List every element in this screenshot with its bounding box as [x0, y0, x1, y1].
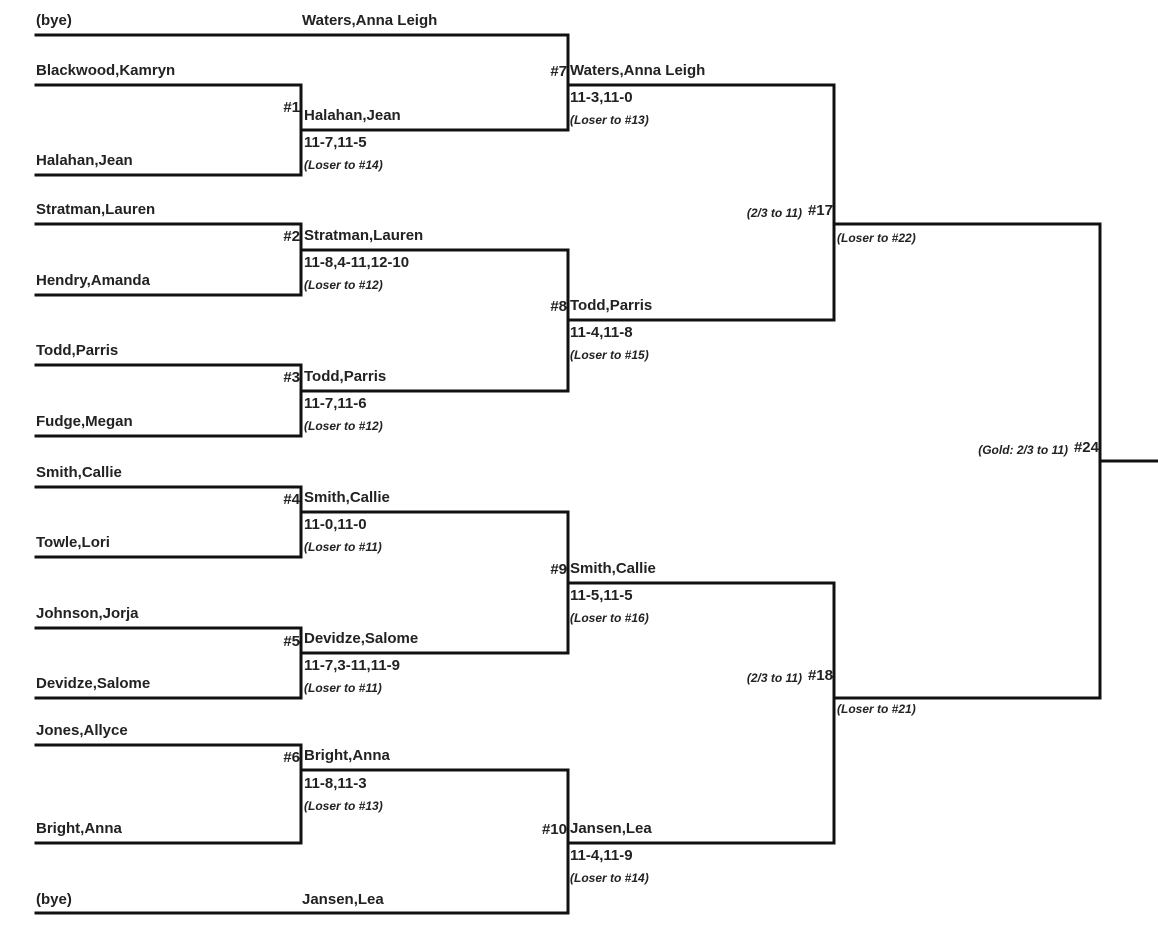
m5-number: #5 [283, 633, 300, 650]
m1-score: 11-7,11-5 [304, 134, 367, 151]
m5-score: 11-7,3-11,11-9 [304, 657, 400, 674]
m2-number: #2 [283, 228, 300, 245]
m3-score: 11-7,11-6 [304, 395, 367, 412]
m5-winner: Devidze,Salome [304, 630, 419, 647]
m3-winner: Todd,Parris [304, 368, 387, 385]
bye-label-bottom: (bye) [36, 891, 72, 908]
m8-score: 11-4,11-8 [570, 324, 633, 341]
m1-player-bottom: Halahan,Jean [36, 152, 133, 169]
m2-player-bottom: Hendry,Amanda [36, 272, 150, 289]
bracket-line-m4 [34, 485, 303, 559]
m6-player-bottom: Bright,Anna [36, 820, 122, 837]
m2-winner: Stratman,Lauren [304, 227, 424, 244]
bracket-line-m17 [566, 83, 836, 322]
m24-number: #24 [1073, 439, 1099, 456]
m4-number: #4 [283, 491, 300, 508]
m6-player-top: Jones,Allyce [36, 722, 128, 739]
m7-winner: Waters,Anna Leigh [570, 62, 706, 79]
m9-number: #9 [550, 561, 567, 578]
m7-number: #7 [550, 63, 567, 80]
m2-player-top: Stratman,Lauren [36, 201, 156, 218]
m3-player-bottom: Fudge,Megan [36, 413, 133, 430]
m8-loser-note: (Loser to #15) [570, 348, 649, 362]
m9-winner: Smith,Callie [570, 560, 656, 577]
m10-loser-note: (Loser to #14) [570, 871, 649, 885]
m4-player-top: Smith,Callie [36, 464, 122, 481]
m1-player-top: Blackwood,Kamryn [36, 62, 176, 79]
bracket-line-m6 [34, 743, 303, 845]
m6-loser-note: (Loser to #13) [304, 799, 383, 813]
m9-score: 11-5,11-5 [570, 587, 633, 604]
m18-number: #18 [807, 667, 833, 684]
m2-loser-note: (Loser to #12) [304, 278, 383, 292]
bracket-line-m24 [832, 222, 1102, 700]
m6-winner: Bright,Anna [304, 747, 390, 764]
m1-number: #1 [283, 99, 300, 116]
m10-score: 11-4,11-9 [570, 847, 633, 864]
m7-loser-note: (Loser to #13) [570, 113, 649, 127]
m18-loser-note: (Loser to #21) [837, 702, 916, 716]
m4-score: 11-0,11-0 [304, 516, 367, 533]
m5-player-bottom: Devidze,Salome [36, 675, 151, 692]
m4-winner: Smith,Callie [304, 489, 390, 506]
m3-number: #3 [283, 369, 300, 386]
m5-loser-note: (Loser to #11) [304, 681, 382, 695]
m10-winner: Jansen,Lea [570, 820, 652, 837]
m5-player-top: Johnson,Jorja [36, 605, 139, 622]
m4-loser-note: (Loser to #11) [304, 540, 382, 554]
m7-score: 11-3,11-0 [570, 89, 633, 106]
m24-format: (Gold: 2/3 to 11) [978, 443, 1068, 457]
bracket-line-m5 [34, 626, 303, 700]
advance-player-bottom: Jansen,Lea [302, 891, 384, 908]
m2-score: 11-8,4-11,12-10 [304, 254, 410, 271]
m18-format: (2/3 to 11) [746, 671, 802, 685]
bracket-line-m7 [299, 33, 570, 132]
m1-winner: Halahan,Jean [304, 107, 401, 124]
m6-score: 11-8,11-3 [304, 775, 367, 792]
m9-loser-note: (Loser to #16) [570, 611, 649, 625]
m3-player-top: Todd,Parris [36, 342, 119, 359]
bracket-line-m3 [34, 363, 303, 438]
m6-number: #6 [283, 749, 300, 766]
m4-player-bottom: Towle,Lori [36, 534, 110, 551]
bracket-line-m18 [566, 581, 836, 845]
m17-number: #17 [807, 202, 833, 219]
m3-loser-note: (Loser to #12) [304, 419, 383, 433]
m17-loser-note: (Loser to #22) [837, 231, 916, 245]
m8-number: #8 [550, 298, 567, 315]
m8-winner: Todd,Parris [570, 297, 653, 314]
bracket-line-m10 [299, 768, 570, 915]
m17-format: (2/3 to 11) [746, 206, 802, 220]
bye-label-top: (bye) [36, 12, 72, 29]
m1-loser-note: (Loser to #14) [304, 158, 383, 172]
advance-player-top: Waters,Anna Leigh [302, 12, 438, 29]
m10-number: #10 [541, 821, 567, 838]
bracket-line-m2 [34, 222, 303, 297]
